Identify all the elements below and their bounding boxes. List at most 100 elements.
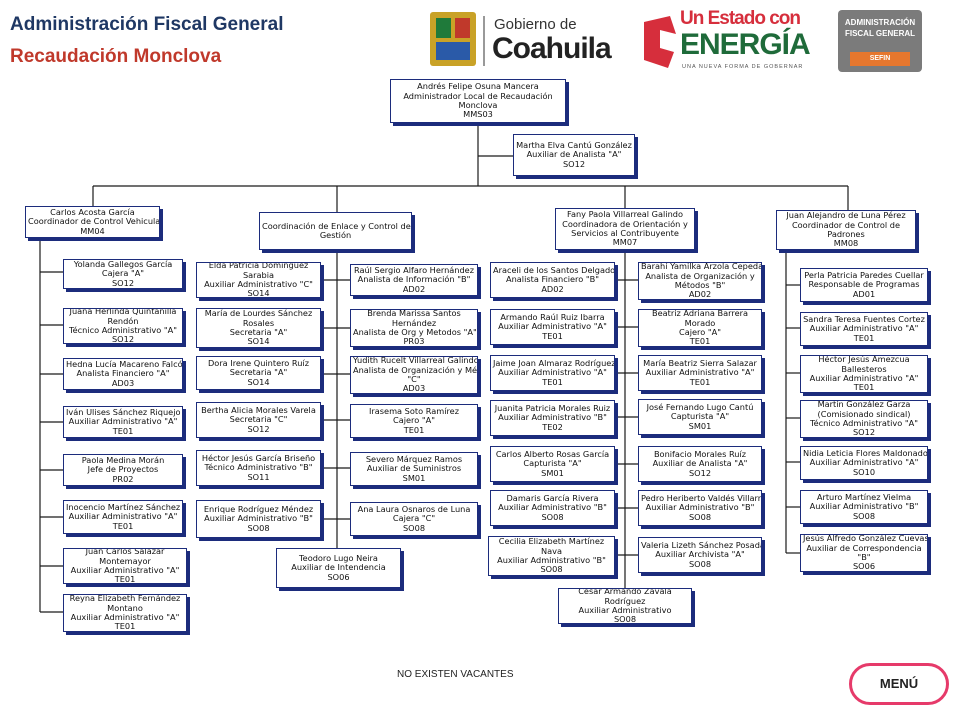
- org-box-line: Paola Medina Morán: [81, 454, 165, 465]
- org-box-line: Carlos Alberto Rosas García: [495, 448, 610, 459]
- org-box-line: Rendón: [107, 315, 139, 326]
- org-box-line: Auxiliar de Intendencia: [291, 562, 386, 573]
- org-box-line: José Fernando Lugo Cantú: [646, 401, 754, 412]
- page-title: Administración Fiscal General: [10, 14, 284, 35]
- org-box-line: Montano: [107, 602, 143, 613]
- org-box-line: Cajera "A": [101, 268, 145, 279]
- org-box-line: Iván Ulises Sánchez Riquejo: [66, 406, 181, 417]
- org-box-line: Auxiliar Administrativo "B": [497, 555, 606, 565]
- org-box-line: Auxiliar de Correspondencia: [806, 542, 922, 553]
- energia-logo-line1: Un Estado con: [680, 8, 801, 29]
- org-box-line: Auxiliar Administrativo "C": [204, 279, 313, 289]
- org-box-line: "C": [407, 374, 421, 384]
- org-box-line: TE01: [689, 376, 711, 387]
- org-box-line: Cajero "A": [679, 327, 721, 337]
- org-box-line: SO12: [852, 427, 876, 438]
- org-box-line: Administrador Local de Recaudación: [403, 90, 553, 101]
- org-box-line: Monclova: [458, 100, 498, 110]
- org-box-line: Enrique Rodríguez Méndez: [203, 503, 314, 514]
- org-box-line: Araceli de los Santos Delgado: [493, 264, 615, 275]
- org-box-line: Analista de Organización y Métodos: [353, 364, 478, 375]
- org-box-line: Secretaria "C": [229, 414, 288, 425]
- org-box-line: Reyna Elizabeth Fernández: [69, 594, 181, 604]
- org-box-line: SO08: [247, 522, 270, 533]
- org-box-line: SO12: [111, 334, 135, 344]
- org-box-line: Rodríguez: [604, 595, 646, 606]
- org-box-line: Cajera "C": [392, 513, 436, 524]
- org-box-line: Analista de Org y Metodos "A": [353, 327, 477, 337]
- afg-logo-line1: ADMINISTRACIÓN: [844, 18, 916, 27]
- vacancy-note: NO EXISTEN VACANTES: [397, 669, 514, 680]
- org-box-line: AD03: [111, 377, 135, 388]
- org-box-line: Martha Elva Cantú González: [516, 139, 632, 150]
- org-box-line: SO08: [852, 510, 876, 521]
- org-box-line: Responsable de Programas: [808, 279, 920, 290]
- org-box-line: Bonifacio Morales Ruíz: [653, 448, 747, 459]
- org-box-line: Auxiliar Administrativo "B": [809, 501, 919, 512]
- org-box-line: Pedro Heriberto Valdés Villarreal: [641, 492, 762, 503]
- org-box-line: Auxiliar Administrativo "A": [68, 511, 178, 522]
- org-box-line: Sandra Teresa Fuentes Cortez: [803, 313, 925, 324]
- org-box-line: Rosales: [242, 317, 275, 328]
- org-box-line: Nava: [540, 545, 562, 556]
- org-box-line: AD02: [402, 283, 426, 294]
- org-box-line: Armando Raúl Ruiz Ibarra: [500, 311, 605, 322]
- org-box-line: SO06: [327, 571, 350, 582]
- org-box-line: Auxiliar de Analista "A": [652, 458, 748, 469]
- afg-logo-line2: FISCAL GENERAL: [844, 29, 916, 38]
- org-box-line: Fany Paola Villarreal Galindo: [566, 209, 683, 220]
- org-box-line: Coordinador de Control Vehicular: [28, 216, 160, 227]
- afg-logo: ADMINISTRACIÓN FISCAL GENERAL SEFIN: [838, 10, 922, 72]
- org-box-line: (Comisionado sindical): [817, 408, 911, 419]
- org-box-line: SO10: [852, 466, 876, 477]
- org-box-line: Secretaria "A": [229, 327, 288, 337]
- org-box-line: Capturista "A": [670, 411, 730, 422]
- energia-logo: Un Estado con ENERGÍA UNA NUEVA FORMA DE…: [640, 8, 830, 78]
- org-box-line: Auxiliar Administrativo "B": [498, 502, 607, 513]
- org-box-line: Yolanda Gallegos García: [73, 259, 173, 269]
- org-box-line: Auxiliar Administrativo "A": [498, 367, 607, 378]
- org-box-c4d: Martín González Garza(Comisionado sindic…: [800, 400, 928, 438]
- org-box-line: Auxiliar Administrativo "A": [645, 367, 755, 378]
- menu-button[interactable]: MENÚ: [849, 663, 949, 705]
- page-subtitle: Recaudación Monclova: [10, 46, 222, 67]
- org-box-line: Cajero "A": [393, 415, 435, 426]
- org-box-line: PR02: [112, 473, 134, 484]
- org-box-line: Auxiliar Administrativo "A": [70, 612, 180, 622]
- org-box-line: María Beatriz Sierra Salazar: [643, 357, 757, 368]
- org-box-line: Ballesteros: [841, 363, 887, 374]
- org-box-line: TE01: [689, 336, 711, 347]
- org-box-line: SO14: [247, 376, 270, 387]
- org-box-line: Severo Márquez Ramos: [365, 453, 463, 464]
- org-box-line: SO08: [402, 522, 426, 533]
- org-box-line: TE01: [114, 574, 136, 584]
- org-box-line: Inocencio Martínez Sánchez: [66, 501, 181, 512]
- org-box-line: Dora Irene Quintero Ruíz: [208, 357, 309, 368]
- org-box-line: AD03: [402, 383, 426, 394]
- energia-mark-icon: [644, 16, 676, 68]
- org-box-line: Juanita Patricia Morales Ruiz: [494, 402, 611, 413]
- org-box-line: Hedna Lucía Macareno Falcón: [66, 358, 183, 369]
